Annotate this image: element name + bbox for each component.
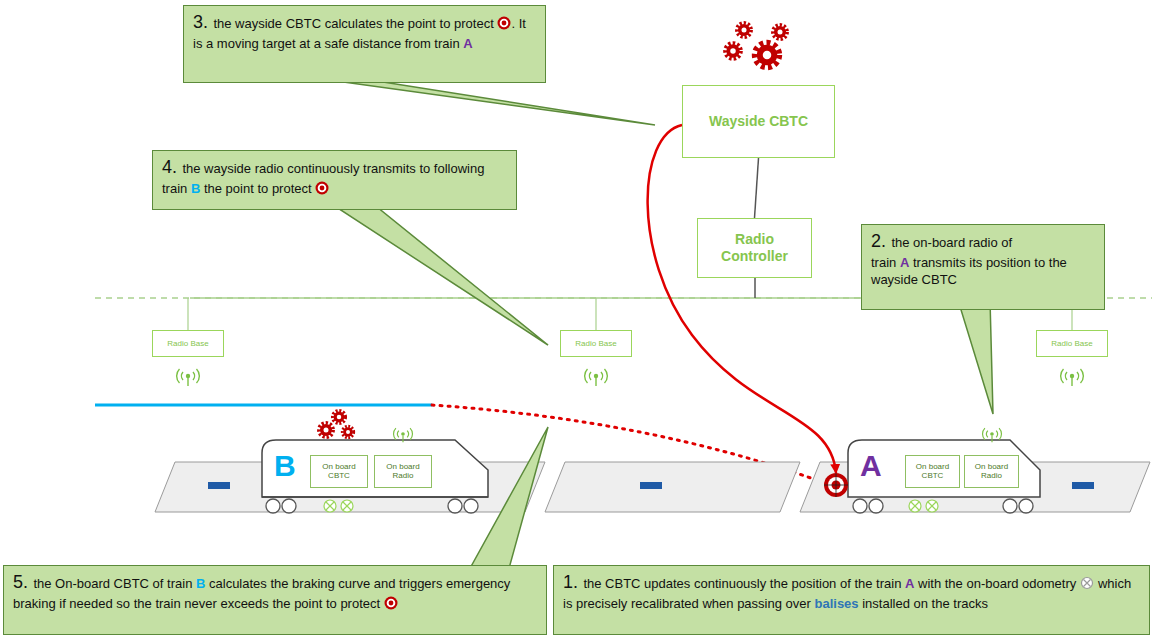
label-text: On board CBTC (313, 463, 365, 481)
label-text: Radio Base (1051, 339, 1092, 348)
label-text: the CBTC updates continuously the positi… (583, 576, 901, 591)
protect-arrow (648, 125, 836, 473)
callout-number: 5. (13, 572, 28, 592)
label-text: Radio Base (575, 339, 616, 348)
callout-number: 1. (563, 572, 578, 592)
radio-base: Radio Base (560, 330, 632, 357)
label-text: the On-board CBTC of train (33, 576, 192, 591)
label-text: Radio Base (167, 339, 208, 348)
onboard-unit: On board CBTC (905, 455, 960, 488)
highlight-text: B (196, 576, 205, 591)
label-text: On board Radio (377, 463, 429, 481)
callout-number: 3. (193, 12, 208, 32)
callout-box: 1. the CBTC updates continuously the posi… (553, 565, 1150, 635)
train: B On board CBTC On board Radio (262, 440, 488, 497)
onboard-unit: On board Radio (374, 455, 432, 488)
target-icon (315, 181, 329, 195)
controller-box: Radio Controller (697, 218, 812, 278)
label-text: Radio Controller (706, 231, 803, 266)
radio-base: Radio Base (1036, 330, 1108, 357)
callout-box: 3. the wayside CBTC calculates the point … (183, 5, 546, 83)
train-letter: A (860, 446, 890, 486)
odometry-icon (1080, 576, 1094, 590)
label-text: installed on the tracks (862, 596, 988, 611)
train-letter: B (274, 446, 304, 486)
highlight-text: balises (814, 596, 858, 611)
callout-box: 2.the on-board radio of trainAtransmits … (861, 224, 1105, 310)
callout-box: 4.the wayside radio continuously transmi… (152, 150, 517, 210)
target-icon (497, 16, 511, 30)
label-text: Wayside CBTC (709, 113, 808, 131)
highlight-text: B (191, 181, 200, 196)
link-line (755, 158, 759, 218)
highlight-text: A (900, 255, 909, 270)
train: A On board CBTC On board Radio (848, 440, 1040, 497)
highlight-text: A (905, 576, 914, 591)
label-text: the wayside CBTC calculates the point to… (213, 16, 493, 31)
label-text: the point to protect (204, 181, 312, 196)
onboard-unit: On board Radio (964, 455, 1019, 488)
callout-number: 2. (871, 231, 886, 251)
wayside-box: Wayside CBTC (682, 85, 835, 158)
label-text: On board Radio (967, 463, 1016, 481)
onboard-unit: On board CBTC (310, 455, 368, 488)
label-text: with the on-board odometry (918, 576, 1076, 591)
radio-base: Radio Base (152, 330, 224, 357)
callout-number: 4. (162, 157, 177, 177)
label-text: On board CBTC (908, 463, 957, 481)
callout-box: 5.the On-board CBTC of trainBcalculates … (3, 565, 547, 635)
highlight-text: A (463, 36, 472, 51)
target-icon (384, 596, 398, 610)
